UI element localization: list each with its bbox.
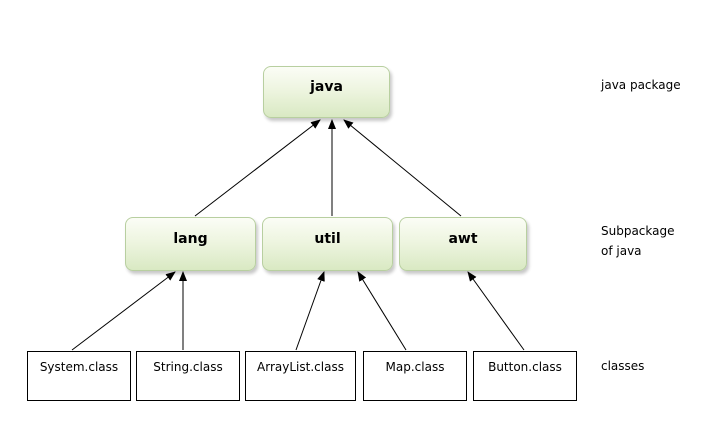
package-node-awt: awt	[399, 217, 527, 271]
arrow-map-to-util	[357, 271, 407, 351]
class-node-arraylist: ArrayList.class	[245, 351, 356, 401]
label-classes: classes	[601, 359, 645, 373]
package-node-util: util	[262, 217, 393, 271]
label-subpackage-line2: of java	[601, 244, 642, 258]
arrow-awt-to-java	[343, 119, 462, 217]
class-label-map: Map.class	[385, 360, 445, 374]
package-label-util: util	[314, 231, 341, 247]
label-subpackage: Subpackage of java	[601, 221, 675, 261]
arrow-button-to-awt	[467, 271, 525, 351]
package-label-awt: awt	[448, 231, 478, 247]
arrow-lang-to-java	[194, 119, 321, 217]
class-node-string: String.class	[136, 351, 240, 401]
class-node-system: System.class	[27, 351, 131, 401]
package-label-java: java	[310, 79, 343, 95]
class-label-arraylist: ArrayList.class	[257, 360, 344, 374]
class-node-map: Map.class	[363, 351, 467, 401]
package-node-lang: lang	[125, 217, 256, 271]
class-label-system: System.class	[39, 360, 119, 374]
class-label-string: String.class	[153, 360, 223, 374]
package-node-java: java	[263, 66, 390, 118]
arrow-system-to-lang	[71, 271, 176, 351]
arrow-arraylist-to-util	[295, 271, 325, 351]
label-java-package: java package	[601, 78, 681, 92]
package-label-lang: lang	[173, 231, 208, 247]
class-node-button: Button.class	[473, 351, 577, 401]
label-subpackage-line1: Subpackage	[601, 224, 675, 238]
class-label-button: Button.class	[488, 360, 562, 374]
